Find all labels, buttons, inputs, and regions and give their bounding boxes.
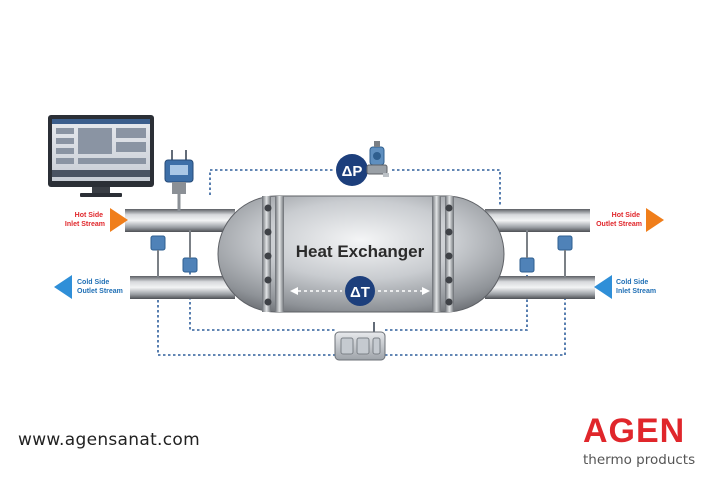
hot-outlet-pipe (485, 209, 590, 232)
delta-p-indicator: ΔP (336, 154, 368, 186)
cold-inlet-arrow (594, 275, 612, 299)
hot-inlet-pipe (125, 209, 235, 232)
left-flange (262, 196, 284, 312)
brand-logo: AGEN (583, 412, 686, 450)
heat-exchanger-label: Heat Exchanger (296, 242, 425, 261)
delta-t-label: ΔT (350, 284, 370, 301)
field-data-box-icon (334, 322, 386, 361)
cold-inlet-label: Cold Side Inlet Stream (616, 279, 656, 295)
website-url[interactable]: www.agensanat.com (18, 430, 200, 450)
hot-inlet-arrow (110, 208, 128, 232)
temperature-transmitter-icon (557, 235, 573, 278)
wireless-gateway-icon (164, 150, 194, 212)
cold-outlet-label: Cold Side Outlet Stream (77, 279, 123, 295)
pressure-transmitter-icon (366, 141, 389, 177)
delta-p-label: ΔP (342, 163, 363, 180)
temperature-transmitter-icon (519, 230, 535, 273)
cold-inlet-pipe (485, 276, 595, 299)
hot-inlet-label: Hot Side Inlet Stream (65, 212, 105, 228)
monitor-icon (48, 115, 154, 197)
right-flange (432, 196, 454, 312)
hot-outlet-label: Hot Side Outlet Stream (596, 212, 642, 228)
hot-outlet-arrow (646, 208, 664, 232)
delta-t-badge (345, 276, 375, 306)
cold-outlet-arrow (54, 275, 72, 299)
temperature-transmitter-icon (182, 230, 198, 273)
cold-outlet-pipe (130, 276, 235, 299)
temperature-transmitter-icon (150, 235, 166, 278)
delta-p-badge (336, 154, 368, 186)
delta-t-indicator: ΔT (290, 276, 430, 306)
brand-tagline: thermo products (583, 452, 696, 468)
